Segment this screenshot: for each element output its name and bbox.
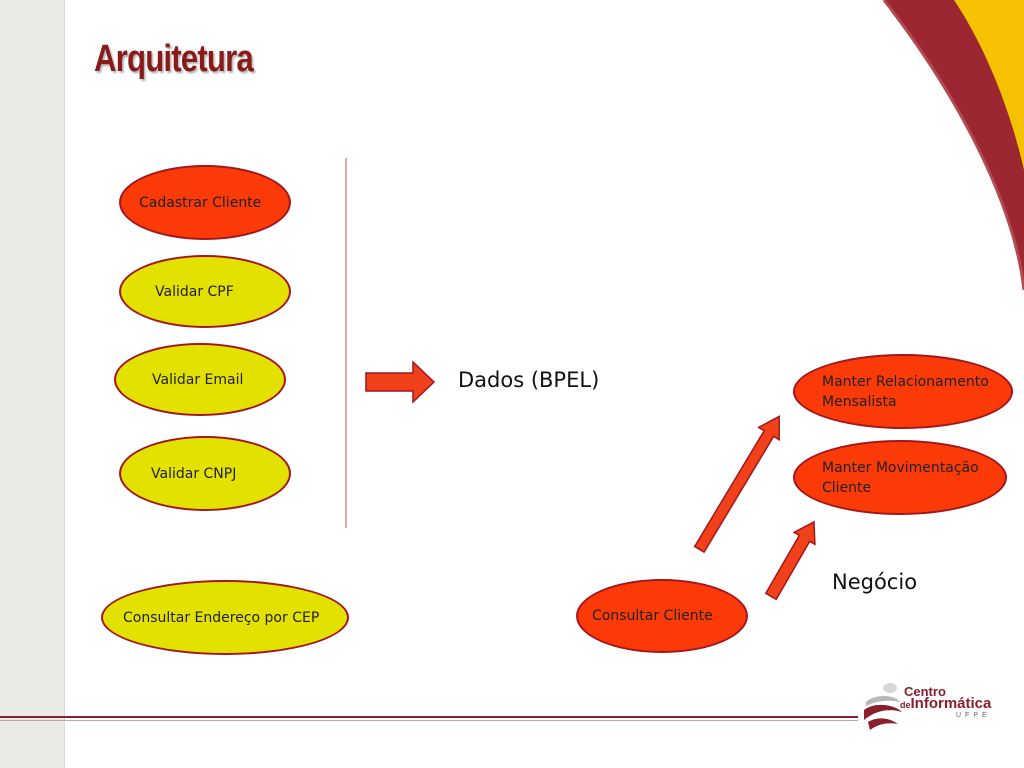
logo-text-de: de <box>900 700 911 710</box>
logo-text-ufpe: UFPE <box>956 712 991 719</box>
divider-line <box>345 158 347 528</box>
arrow-up-to-movimentacao <box>764 520 816 601</box>
node-validar-cnpj: Validar CNPJ <box>119 436 291 511</box>
logo-text-informatica: deInformática <box>900 695 991 712</box>
node-label-line: Mensalista <box>822 393 897 410</box>
node-consultar-endereco-cep: Consultar Endereço por CEP <box>101 580 349 655</box>
node-label: Validar Email <box>152 371 244 388</box>
node-label-line: Manter Relacionamento <box>822 373 989 390</box>
node-label: Cadastrar Cliente <box>139 194 262 211</box>
label-negocio: Negócio <box>832 570 918 594</box>
label-dados-bpel: Dados (BPEL) <box>458 368 600 392</box>
centro-de-informatica-logo: Centro deInformática UFPE <box>860 676 1000 732</box>
logo-text-informatica-word: Informática <box>910 695 992 712</box>
node-label: Validar CPF <box>155 283 234 300</box>
node-label-line: Manter Movimentação <box>822 459 979 476</box>
node-label: Consultar Endereço por CEP <box>123 609 320 626</box>
node-label: Validar CNPJ <box>151 465 237 482</box>
bottom-rule <box>0 716 858 718</box>
left-band <box>0 0 65 768</box>
node-cadastrar-cliente: Cadastrar Cliente <box>119 165 291 240</box>
node-validar-email: Validar Email <box>114 343 286 416</box>
bottom-rule-thin <box>0 720 858 721</box>
arrow-right-to-dados <box>365 360 436 404</box>
node-consultar-cliente: Consultar Cliente <box>576 579 748 653</box>
arrow-up-to-relacionamento <box>693 415 780 554</box>
node-manter-movimentacao-cliente: Manter Movimentação Cliente <box>793 440 1007 515</box>
node-manter-relacionamento-mensalista: Manter Relacionamento Mensalista <box>793 354 1013 429</box>
corner-swoosh-decoration <box>882 0 1024 290</box>
node-label: Consultar Cliente <box>592 608 713 624</box>
node-label-line: Cliente <box>822 479 872 496</box>
node-validar-cpf: Validar CPF <box>119 255 291 328</box>
logo-text-centro: Centro <box>904 684 946 699</box>
node-label: Manter Movimentação Cliente <box>822 458 979 498</box>
node-label: Manter Relacionamento Mensalista <box>822 372 989 412</box>
logo-mark-icon <box>864 683 902 730</box>
slide-title: Arquitetura <box>94 38 254 80</box>
